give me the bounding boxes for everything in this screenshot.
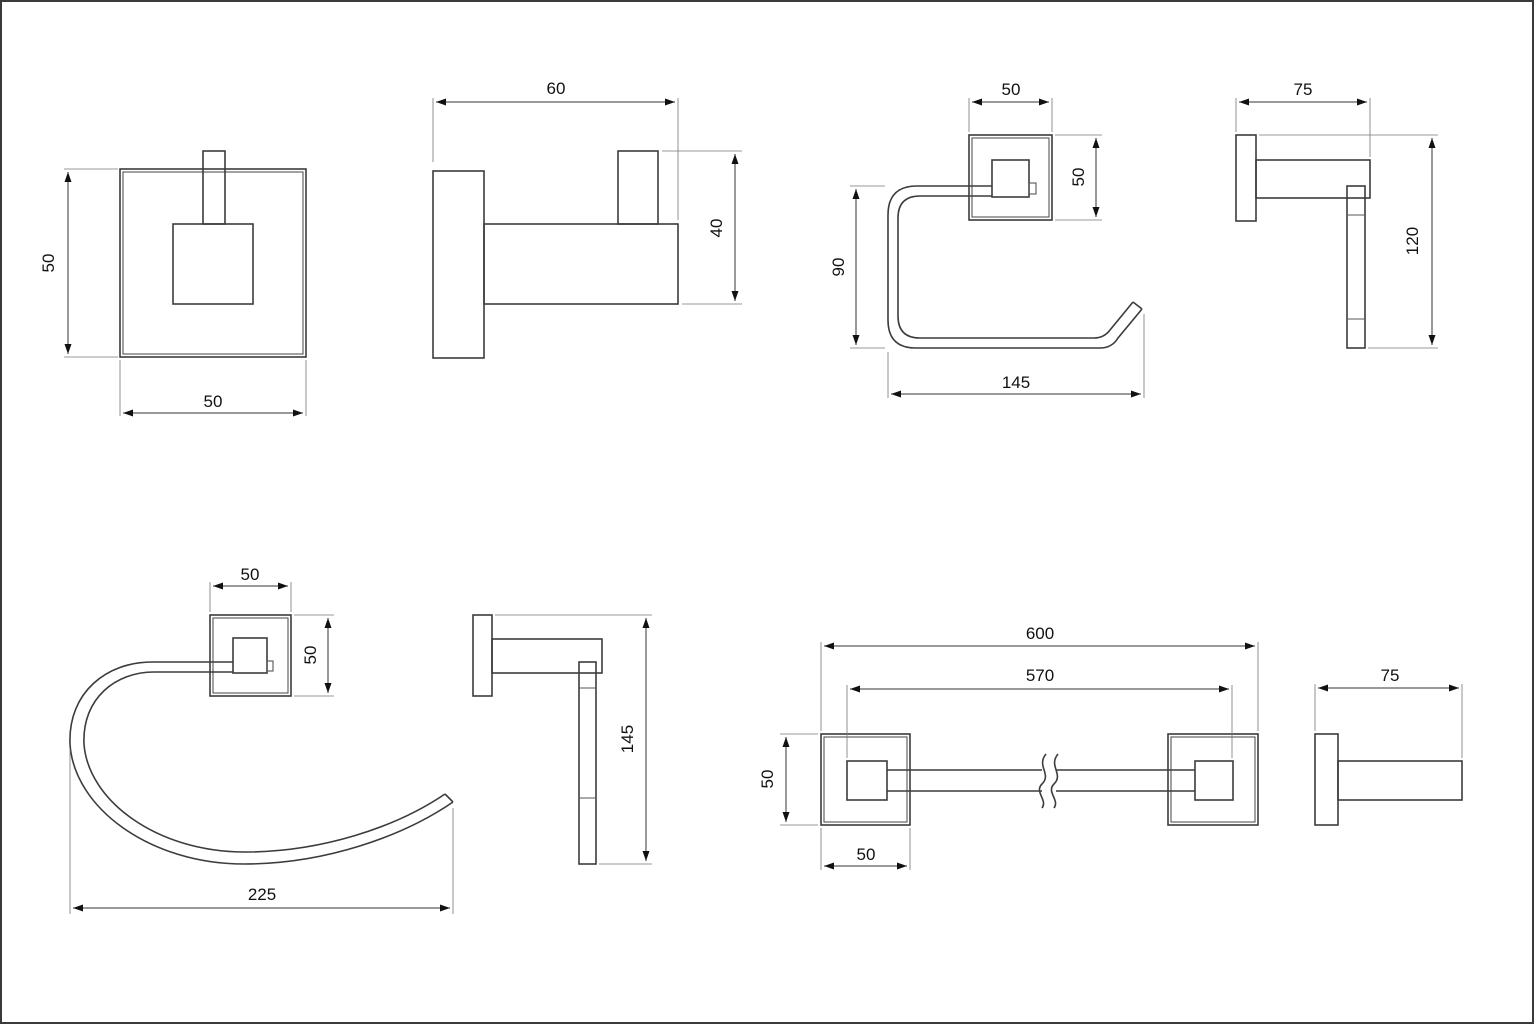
dim-label-ring-plate-height: 50 [301,646,320,665]
roll-holder-boss [991,159,1030,198]
dim-label-bar-plate-width: 50 [857,845,876,864]
roll-side-arm [1255,159,1371,199]
bar-side-plate [1314,733,1339,826]
ring-side-arm [491,638,603,674]
roll-side-plate [1235,134,1257,222]
hook-side-arm [483,223,679,305]
roll-holder-side-view: 75 120 [1235,80,1438,349]
ring-boss [232,637,268,674]
roll-holder-rod-inner [897,195,1134,339]
dim-label-roll-length: 145 [1002,373,1030,392]
hook-square-boss [172,223,254,305]
dim-label-hook-side-depth: 60 [547,79,566,98]
hook-back-plate-inner [122,171,304,355]
bar-right-plate [1167,733,1259,826]
bar-right-plate-inner [1170,736,1256,823]
bar-side-arm [1337,760,1463,801]
ring-plate [209,614,292,697]
ring-hoop-outer [69,661,454,865]
dim-label-ring-plate-width: 50 [241,565,260,584]
dim-label-ring-width: 225 [248,885,276,904]
ring-hoop-inner [83,671,446,853]
dim-label-ring-side-height: 145 [618,725,637,753]
dim-label-roll-side-depth: 75 [1294,80,1313,99]
bar-left-plate [820,733,911,826]
dim-label-bar-overall-length: 600 [1026,624,1054,643]
dim-label-hook-front-height: 50 [39,254,58,273]
dim-label-bar-plate-height: 50 [758,770,777,789]
dim-label-roll-plate-height: 50 [1069,168,1088,187]
dim-label-roll-drop: 90 [829,258,848,277]
bar-left-plate-inner [823,736,908,823]
towel-bar-side-view: 75 [1314,666,1463,826]
roll-side-post [1346,185,1366,349]
dim-label-hook-front-width: 50 [204,392,223,411]
ring-plate-inner [212,617,289,694]
towel-bar-front-view: 600 570 50 50 [758,624,1259,870]
hook-side-plate [432,170,485,359]
towel-ring-side-view: 145 [472,614,652,865]
bar-left-boss [846,760,888,801]
bar-right-boss [1194,760,1234,801]
ring-boss-tab [266,660,274,672]
robe-hook-front-view: 50 50 [39,150,307,417]
roll-holder-plate-inner [971,137,1050,218]
dim-label-hook-side-height: 40 [707,219,726,238]
robe-hook-side-view: 60 40 [432,79,742,359]
bar-break-mark-left [1038,753,1047,809]
ring-side-post [578,661,597,865]
hook-back-plate [119,168,307,358]
bar-break-mark-right [1050,753,1059,809]
dim-label-bar-rod-length: 570 [1026,666,1054,685]
ring-side-plate [472,614,493,697]
dim-label-roll-plate-width: 50 [1002,80,1021,99]
roll-holder-front-view: 50 50 90 145 [829,80,1145,398]
roll-holder-plate [968,134,1053,221]
roll-holder-boss-tab [1028,182,1037,195]
towel-ring-front-view: 50 50 225 [69,565,454,914]
dim-label-roll-side-height: 120 [1403,227,1422,255]
roll-holder-rod-outer [887,185,1143,349]
hook-side-tip [617,150,659,225]
dim-label-bar-side-depth: 75 [1381,666,1400,685]
hook-arm-top [202,150,226,225]
